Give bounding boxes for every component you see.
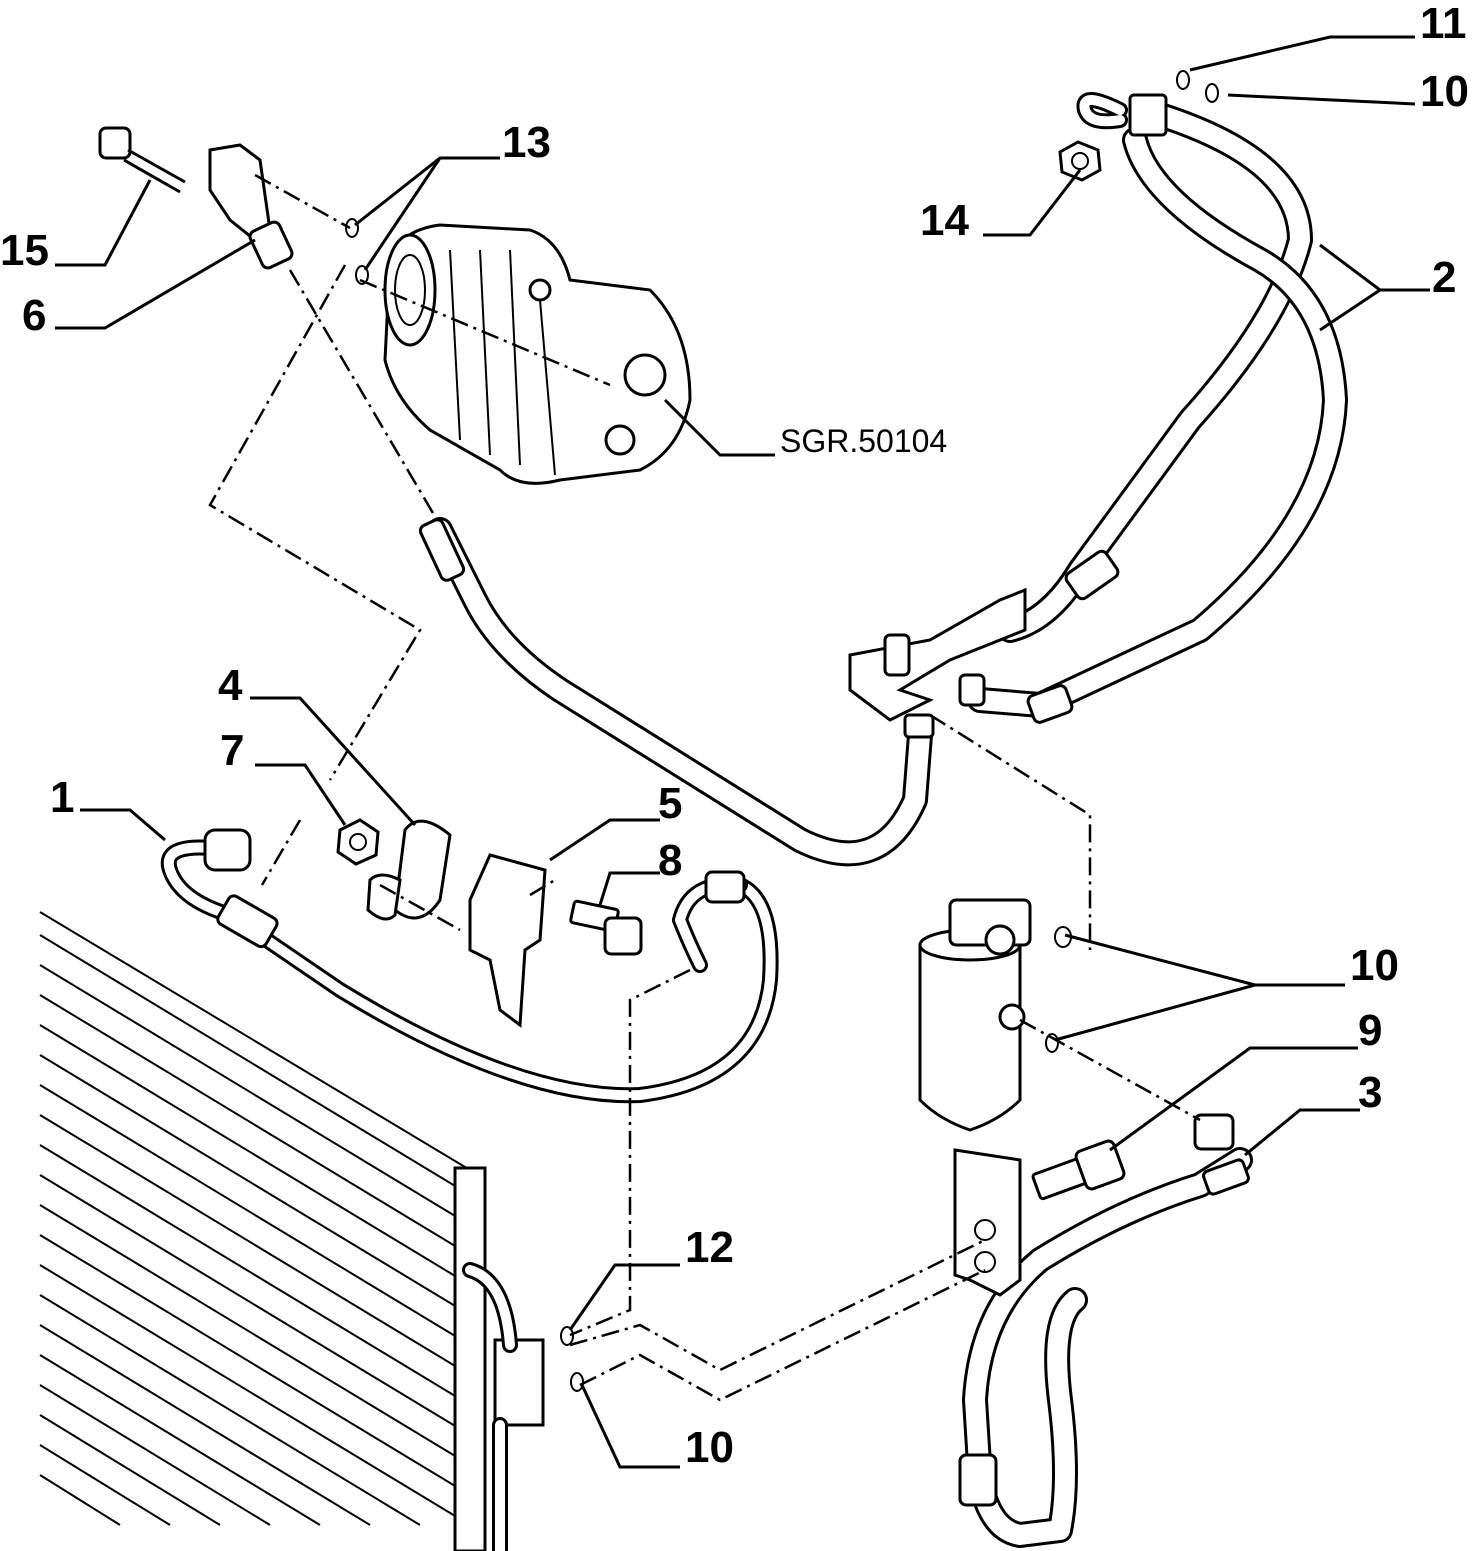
callout-11: 11 [1420, 0, 1467, 48]
hose-1 [160, 828, 779, 1104]
callout-5: 5 [658, 779, 682, 828]
hose-3-bracket [953, 1148, 1022, 1297]
clamp-4 [366, 819, 452, 921]
hose-1-fitting [203, 828, 252, 872]
callout-14: 14 [920, 196, 969, 245]
assembly-lines [208, 173, 1201, 1402]
leader-12 [568, 1263, 680, 1331]
callout-8: 8 [658, 836, 682, 885]
compressor-pulley [383, 233, 437, 347]
compressor [383, 223, 692, 485]
callout-10a: 10 [1420, 67, 1469, 116]
compressor-port-c [528, 278, 552, 302]
bolt-15 [98, 126, 186, 194]
fitting-6 [208, 143, 294, 270]
hose-1-ferrule [216, 894, 279, 949]
leader-9 [1109, 1046, 1358, 1152]
hose-2-bracket [848, 587, 1027, 739]
drier-pressure-switch [984, 924, 1016, 956]
discharge-hose-end [418, 518, 466, 582]
leader-8 [598, 871, 660, 906]
leader-lines [55, 35, 1430, 1469]
leader-7 [255, 763, 347, 826]
callout-9: 9 [1358, 1006, 1382, 1055]
condenser [39, 911, 545, 1551]
reference-code: SGR.50104 [780, 423, 947, 459]
leader-3 [1244, 1108, 1360, 1157]
seal-rings [345, 70, 1219, 1392]
compressor-port-b [604, 424, 636, 456]
leader-13 [354, 156, 500, 271]
hose-2-top-block [1128, 93, 1168, 137]
callout-12: 12 [685, 1223, 734, 1272]
callout-13: 13 [502, 118, 551, 167]
leader-10c [580, 1384, 680, 1469]
compressor-port-a [623, 353, 667, 397]
leader-2 [1319, 243, 1430, 332]
bracket-fitting-c [903, 713, 935, 739]
condenser-pipe-block [493, 1338, 545, 1427]
leader-11 [1189, 35, 1415, 72]
callout-7: 7 [220, 726, 244, 775]
bracket-fitting-a [883, 633, 911, 677]
nut-14 [1058, 140, 1102, 182]
callout-4: 4 [218, 661, 243, 710]
hose-1-end-fitting [704, 870, 746, 904]
receiver-drier [918, 898, 1032, 1132]
leader-ref [663, 398, 775, 457]
hose-2-ferrule-a [1064, 549, 1120, 601]
callout-15: 15 [0, 226, 49, 275]
bolt-8 [569, 899, 643, 956]
callout-labels: 1 2 3 4 5 6 7 8 9 10 10 10 11 12 13 14 1… [0, 0, 1469, 1472]
callout-6: 6 [22, 291, 46, 340]
hose-3-lower-ferrule [958, 1453, 998, 1507]
callout-10b: 10 [1350, 941, 1399, 990]
condenser-side-tank [453, 1166, 487, 1551]
bolt-9 [1031, 1139, 1126, 1201]
callout-1: 1 [50, 773, 74, 822]
discharge-hose [418, 517, 933, 867]
leader-15 [55, 179, 152, 267]
leader-14 [983, 169, 1082, 237]
callout-3: 3 [1358, 1068, 1382, 1117]
leader-10a [1227, 93, 1416, 106]
leader-6 [55, 238, 256, 330]
nut-7 [336, 818, 380, 866]
hose-3-ferrule [1202, 1158, 1250, 1196]
leader-10b [1054, 933, 1345, 1042]
hose-3-fitting [1193, 1113, 1235, 1151]
leader-1 [80, 808, 166, 842]
callout-10c: 10 [685, 1423, 734, 1472]
leader-4 [250, 696, 417, 827]
bracket-5 [468, 853, 547, 1028]
hose-2 [967, 92, 1348, 724]
drier-outlet-fitting [998, 1003, 1026, 1031]
condenser-fins [39, 911, 471, 1526]
leader-5 [549, 818, 660, 862]
callout-2: 2 [1432, 253, 1456, 302]
bracket-fitting-b [958, 673, 986, 707]
hose-2-ferrule-b [1026, 684, 1074, 724]
hose-3 [953, 1113, 1253, 1548]
